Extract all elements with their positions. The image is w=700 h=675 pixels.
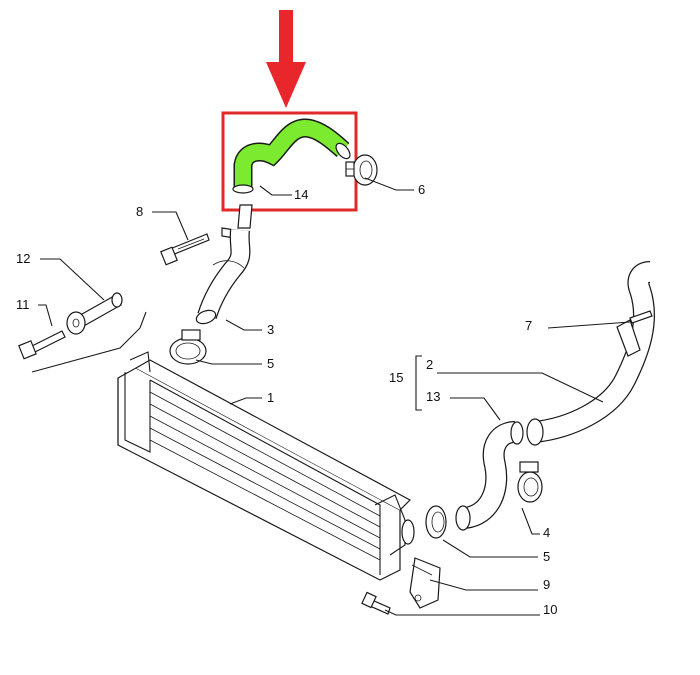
part-labels: 14 6 8 12 11 3 5 1 7 15 2 13 4 5 9 10 [16,182,557,617]
label-15: 15 [389,370,403,385]
screw-part-7 [629,310,653,324]
clamp-part-6 [345,154,378,186]
label-7: 7 [525,318,532,333]
label-2: 2 [426,357,433,372]
label-6: 6 [418,182,425,197]
label-3: 3 [267,322,274,337]
clamp-part-4 [517,461,543,503]
clamp-part-5-lower [425,505,447,539]
label-4: 4 [543,525,550,540]
pipe-part-2 [526,261,655,446]
label-11: 11 [16,297,30,312]
label-8: 8 [136,204,143,219]
bolt-part-11 [18,330,66,360]
hose-part-3 [195,204,253,325]
label-14: 14 [294,187,308,202]
grommet-part-12 [66,292,123,335]
label-5-upper: 5 [267,356,274,371]
label-1: 1 [267,390,274,405]
label-12: 12 [16,251,30,266]
leader-lines [38,177,631,616]
bolt-part-8 [160,233,210,266]
label-10: 10 [543,602,557,617]
red-arrow-icon [266,10,306,108]
label-13: 13 [426,389,440,404]
clamp-part-5-upper [169,329,207,365]
intercooler-part-1 [117,351,415,581]
label-5-lower: 5 [543,549,550,564]
label-9: 9 [543,577,550,592]
hose-part-14 [232,118,351,194]
hose-part-13 [455,421,524,531]
bracket-part-9 [409,557,441,609]
